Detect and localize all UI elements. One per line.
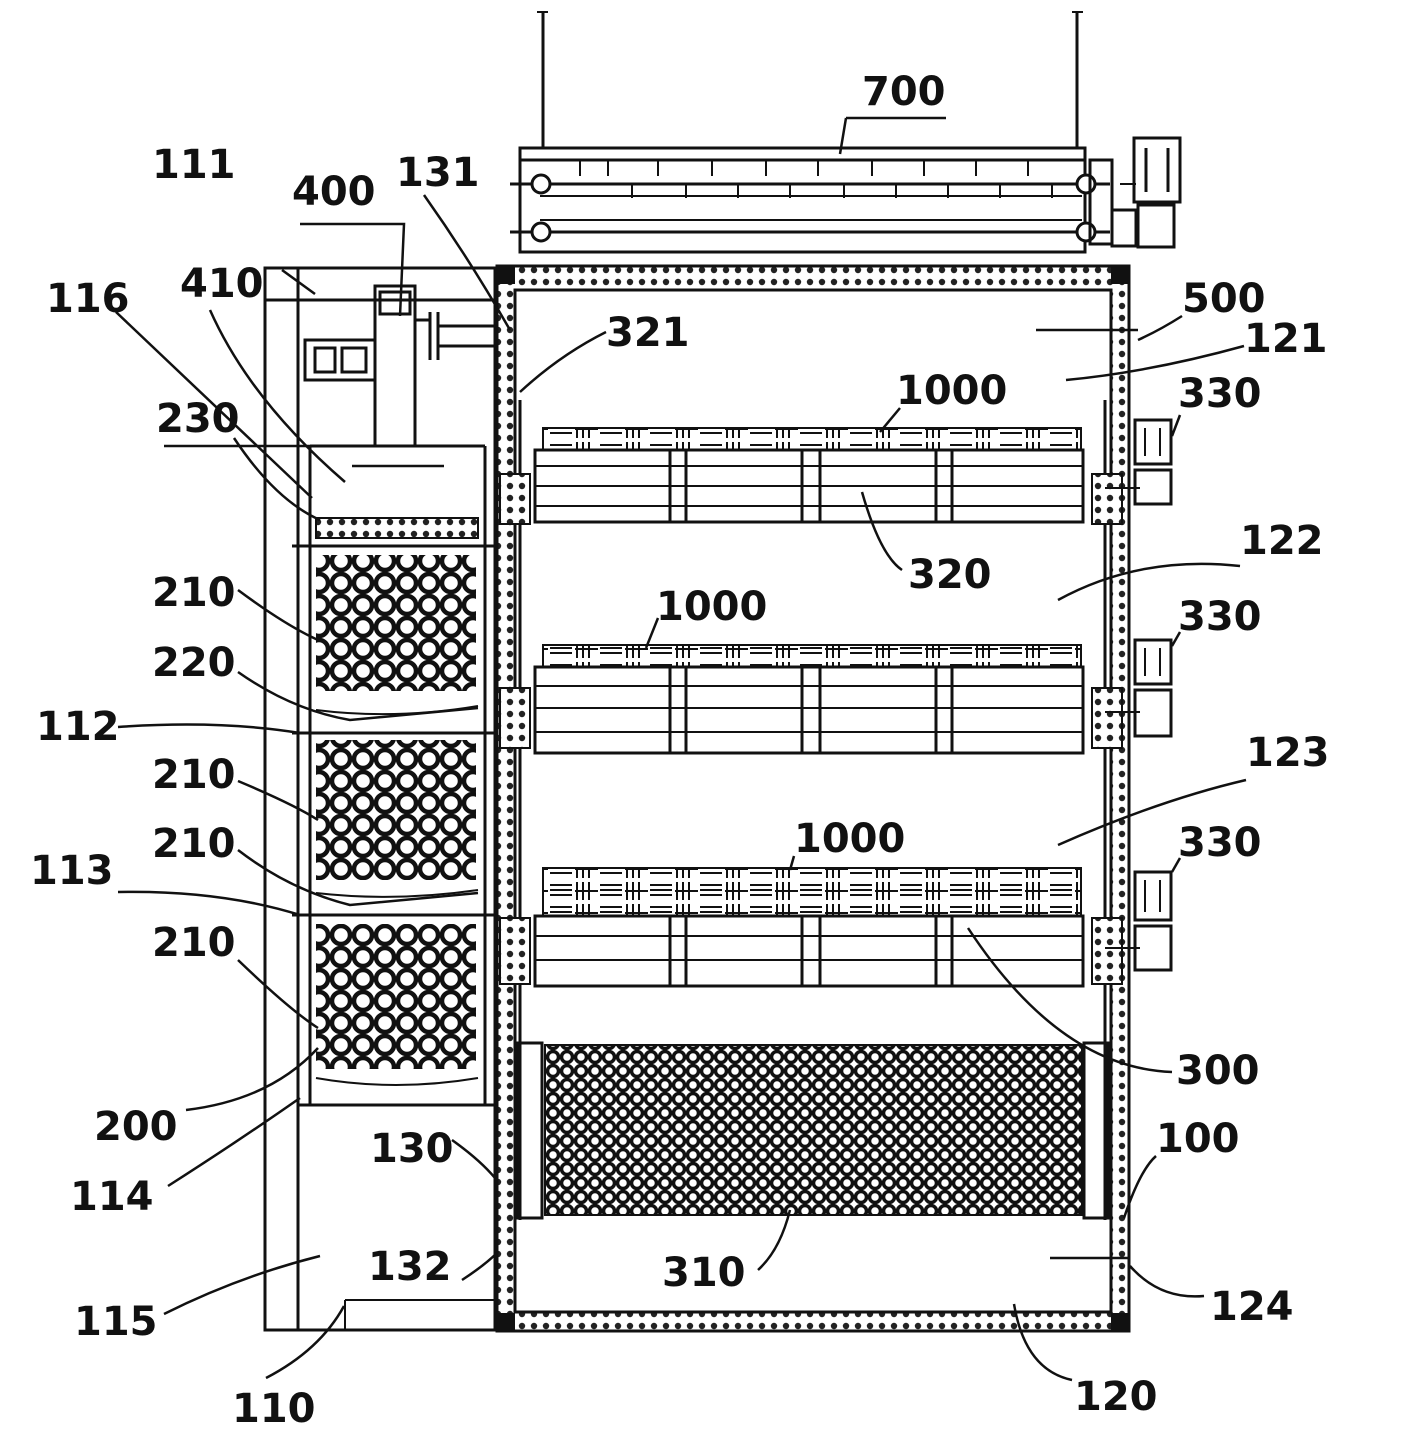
label-210-d: 210 bbox=[152, 920, 236, 966]
label-124: 124 bbox=[1210, 1284, 1294, 1330]
label-112: 112 bbox=[36, 704, 120, 750]
belt-3 bbox=[499, 867, 1123, 988]
label-131: 131 bbox=[396, 150, 480, 196]
label-123: 123 bbox=[1246, 730, 1330, 776]
label-210-c: 210 bbox=[152, 821, 236, 867]
motors-330 bbox=[1105, 418, 1173, 972]
label-210-a: 210 bbox=[152, 570, 236, 616]
label-210-b: 210 bbox=[152, 752, 236, 798]
label-130: 130 bbox=[370, 1126, 454, 1172]
label-230: 230 bbox=[156, 396, 240, 442]
label-310: 310 bbox=[662, 1250, 746, 1296]
coil-bank-310 bbox=[516, 1041, 1110, 1220]
label-500: 500 bbox=[1182, 276, 1266, 322]
label-110: 110 bbox=[232, 1386, 316, 1432]
reference-labels: 700 111 400 131 116 410 500 321 121 1000… bbox=[30, 69, 1330, 1432]
label-115: 115 bbox=[74, 1299, 158, 1345]
label-111: 111 bbox=[152, 142, 236, 188]
label-1000-a: 1000 bbox=[896, 368, 1007, 414]
label-120: 120 bbox=[1074, 1374, 1158, 1420]
label-132: 132 bbox=[368, 1244, 452, 1290]
leader-lines bbox=[115, 116, 1247, 1382]
label-114: 114 bbox=[70, 1174, 154, 1220]
heater-coils-210 bbox=[292, 517, 495, 1086]
belt-1 bbox=[499, 427, 1123, 525]
label-321: 321 bbox=[606, 310, 690, 356]
label-122: 122 bbox=[1240, 518, 1324, 564]
label-410: 410 bbox=[180, 261, 264, 307]
label-400: 400 bbox=[292, 169, 376, 215]
label-330-b: 330 bbox=[1178, 594, 1262, 640]
fan-400 bbox=[303, 284, 495, 448]
label-200: 200 bbox=[94, 1104, 178, 1150]
label-330-a: 330 bbox=[1178, 371, 1262, 417]
label-320: 320 bbox=[908, 552, 992, 598]
label-220: 220 bbox=[152, 640, 236, 686]
left-housing-110 bbox=[263, 266, 497, 1332]
label-1000-b: 1000 bbox=[656, 584, 767, 630]
label-116: 116 bbox=[46, 276, 130, 322]
label-100: 100 bbox=[1156, 1116, 1240, 1162]
label-700: 700 bbox=[862, 69, 946, 115]
label-1000-c: 1000 bbox=[794, 816, 905, 862]
label-300: 300 bbox=[1176, 1048, 1260, 1094]
label-121: 121 bbox=[1244, 316, 1328, 362]
top-conveyor-700 bbox=[510, 11, 1182, 254]
belt-2 bbox=[499, 644, 1123, 755]
label-330-c: 330 bbox=[1178, 820, 1262, 866]
label-113: 113 bbox=[30, 848, 114, 894]
